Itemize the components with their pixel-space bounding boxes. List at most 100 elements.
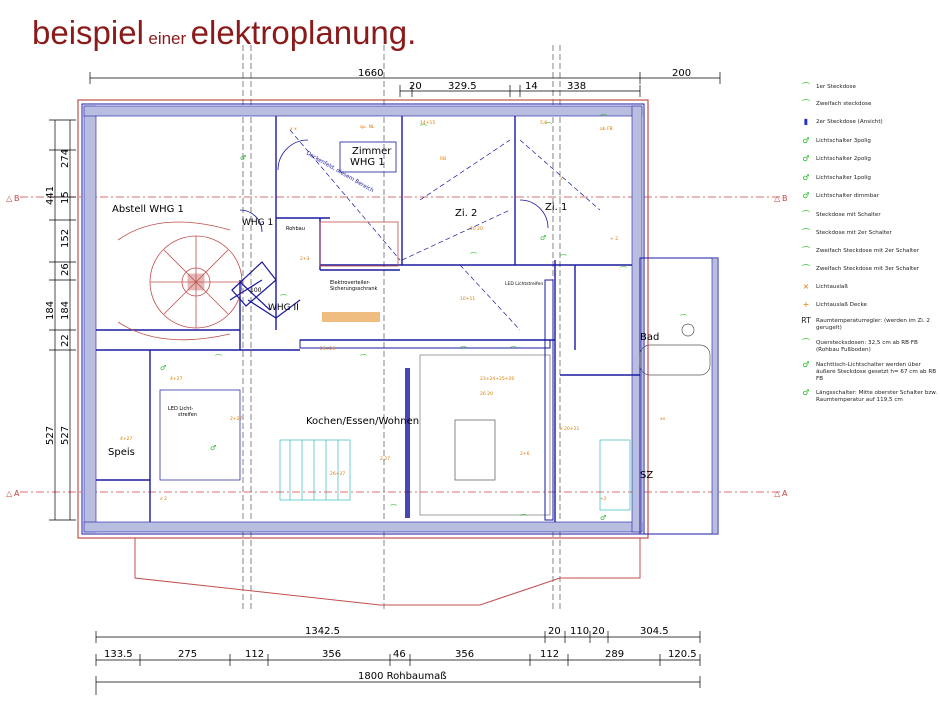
legend-label: Nachttisch-Lichtschalter werden über äuß…	[816, 362, 937, 382]
axis-b-right: B	[782, 194, 788, 203]
svg-text:♂: ♂	[540, 234, 546, 242]
svg-text:2+3: 2+3	[300, 256, 310, 262]
svg-text:2+6: 2+6	[520, 451, 530, 457]
title-small: einer	[148, 29, 187, 48]
dim-bottom2-1: 275	[178, 649, 197, 660]
svg-text:2+27: 2+27	[230, 416, 242, 422]
legend-symbol-icon: ♂	[802, 154, 810, 163]
svg-text:4+27: 4+27	[120, 436, 132, 442]
svg-text:♂: ♂	[210, 444, 216, 452]
stair-runs	[229, 261, 301, 319]
legend-label: Steckdose mit 2er Schalter	[816, 230, 892, 236]
svg-text:26 20: 26 20	[480, 391, 493, 397]
dim-left-5: 184	[45, 301, 56, 320]
dim-bottom1-4: 304.5	[640, 626, 669, 637]
svg-text:⌒: ⌒	[680, 314, 687, 322]
room-speis: Speis	[108, 447, 135, 458]
room-abstell: Abstell WHG 1	[112, 204, 184, 215]
legend-symbol-icon: ⌒	[802, 82, 810, 91]
svg-text:♂: ♂	[600, 514, 606, 522]
kitchen-units	[299, 221, 554, 521]
legend-symbol-icon: RT	[801, 316, 811, 325]
svg-text:20 20: 20 20	[470, 226, 483, 232]
label-stair-dim: 100	[250, 287, 262, 294]
title-part-2: elektroplanung.	[190, 14, 417, 51]
legend-symbol-icon: ⌒	[802, 210, 810, 219]
legend-label: Zweifach Steckdose mit 2er Schalter	[816, 248, 919, 254]
zimmer-door	[239, 139, 549, 233]
legend-label: Lichtschalter dimmbar	[816, 193, 879, 199]
legend-label: Lichtschalter 1polig	[816, 175, 871, 181]
dim-right: 200	[672, 68, 691, 79]
legend-label: Zweifach steckdose	[816, 101, 872, 107]
svg-text:△: △	[774, 194, 781, 203]
svg-text:+ 2: + 2	[610, 236, 618, 242]
dim-seg-3: 14	[525, 81, 538, 92]
legend-label: Querstecksdosen: 32,5 cm ab RB FB (Rohba…	[816, 340, 918, 353]
bottom-dimension-labels: 1342.5 20 110 20 304.5 133.5 275 112 356…	[104, 626, 697, 682]
room-whg-ii: WHG II	[268, 303, 299, 313]
dim-left-3: 152	[60, 229, 71, 248]
dim-bottom2-8: 120.5	[668, 649, 697, 660]
svg-text:26+27: 26+27	[330, 471, 345, 477]
room-zi1: Zi. 1	[545, 202, 567, 213]
roof-line	[134, 538, 641, 606]
page-title: beispiel einer elektroplanung.	[32, 14, 416, 52]
legend-symbol-icon: +	[802, 300, 810, 309]
svg-text:♂: ♂	[240, 154, 246, 162]
dim-seg-1: 20	[409, 81, 422, 92]
legend-symbol-icon: ▮	[803, 117, 809, 126]
dim-bottom1-3: 20	[592, 626, 605, 637]
svg-text:4+27: 4+27	[170, 376, 182, 382]
legend-symbol-icon: ⌒	[802, 99, 810, 108]
legend-label: Steckdose mit Schalter	[816, 212, 881, 218]
dim-bottom1-2: 110	[570, 626, 589, 637]
legend-symbol-icon: ♂	[802, 191, 810, 200]
room-kochen: Kochen/Essen/Wohnen	[306, 416, 419, 427]
bottom-dimensions	[95, 631, 701, 695]
svg-text:△: △	[6, 194, 13, 203]
left-dimension-labels: 441 274 15 152 26 184 184 22 527 527	[45, 149, 71, 445]
legend-symbol-icon: ⌒	[802, 228, 810, 237]
svg-text:14+15: 14+15	[420, 120, 435, 126]
dim-bottom1-1: 20	[548, 626, 561, 637]
svg-text:♂: ♂	[160, 364, 166, 372]
svg-text:x x: x x	[290, 127, 297, 132]
label-led-streifen: streifen	[178, 412, 197, 418]
axis-a-left: A	[14, 489, 20, 498]
label-elektro-2: Sicherungsschrank	[330, 286, 378, 292]
svg-text:⌒: ⌒	[215, 354, 222, 362]
svg-text:⌒: ⌒	[520, 514, 527, 522]
svg-text:+2: +2	[600, 496, 607, 502]
legend-symbol-icon: ⨯	[802, 282, 810, 291]
ceiling-diagonals	[289, 129, 601, 331]
dim-bottom1-0: 1342.5	[305, 626, 340, 637]
dim-bottom2-3: 356	[322, 649, 341, 660]
svg-text:qu. NL: qu. NL	[360, 124, 375, 130]
legend-label: Lichtauslaß	[816, 284, 848, 290]
svg-text:⌒: ⌒	[280, 294, 287, 302]
legend-label: Lichtauslaß Decke	[816, 302, 867, 308]
dim-left-2: 15	[60, 191, 71, 204]
dim-bottom2-5: 356	[455, 649, 474, 660]
switch-symbols: ♂⌒⌒⌒ ♂⌒⌒⌒ ⌒⌒⌒♂ ♂⌒♂⌒ ⌒⌒⌒	[160, 114, 687, 522]
dim-seg-4: 338	[567, 81, 586, 92]
legend-label: 1er Steckdose	[816, 84, 856, 90]
svg-text:⌒: ⌒	[600, 114, 607, 122]
dim-bottom2-6: 112	[540, 649, 559, 660]
legend-symbol-icon: ⌒	[802, 338, 810, 347]
svg-text:⌒: ⌒	[470, 252, 477, 260]
legend-symbol-icon: ♂	[802, 388, 810, 397]
axis-b-left: B	[14, 194, 20, 203]
svg-text:⌒: ⌒	[620, 266, 627, 274]
room-bad: Bad	[640, 332, 659, 343]
legend-label: 2er Steckdose (Ansicht)	[816, 119, 883, 125]
svg-text:xx: xx	[660, 417, 666, 422]
svg-text:x: x	[560, 177, 563, 182]
dim-bottom2-4: 46	[393, 649, 406, 660]
room-zimmer-whg: WHG 1	[350, 157, 385, 168]
legend-symbol-icon: ♂	[802, 136, 810, 145]
left-dimensions	[49, 119, 76, 521]
axis-a-right: A	[782, 489, 788, 498]
